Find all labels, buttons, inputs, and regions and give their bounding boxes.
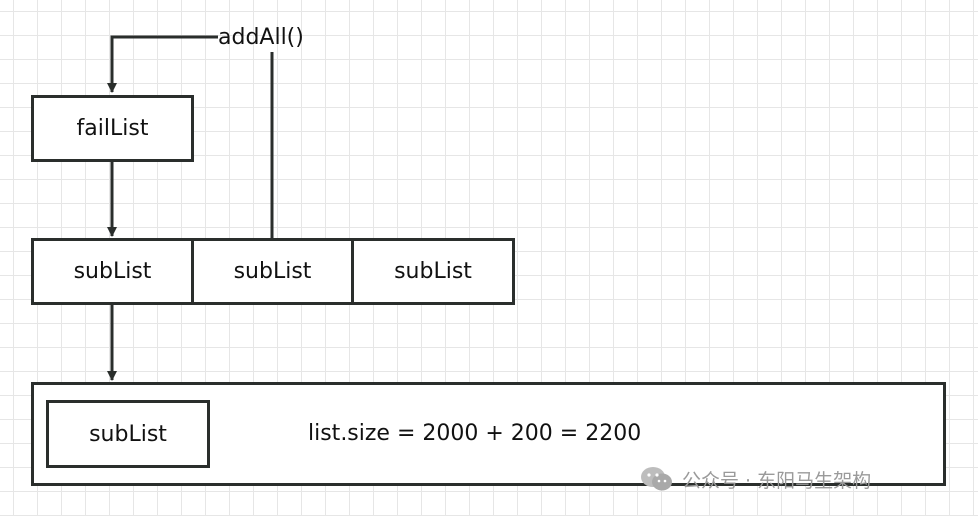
sublist-box-1: subList xyxy=(31,238,194,305)
wechat-icon xyxy=(641,467,672,491)
addall-label: addAll() xyxy=(218,25,304,50)
watermark: 公众号 · 东阳马生架构 xyxy=(640,464,871,494)
addall-to-faillist-arrow xyxy=(107,35,218,93)
faillist-box: failList xyxy=(31,95,194,162)
sublist-box-2: subList xyxy=(191,238,354,305)
sublist-label-1: subList xyxy=(73,259,152,284)
sublist-label-3: subList xyxy=(394,259,472,284)
sublist-box-3: subList xyxy=(351,238,515,305)
size-formula-label: list.size = 2000 + 200 = 2200 xyxy=(308,421,642,446)
result-sublist-box: subList xyxy=(46,400,210,468)
faillist-label: failList xyxy=(76,116,149,141)
sublist-label-2: subList xyxy=(233,259,312,284)
result-sublist-label: subList xyxy=(89,421,167,447)
watermark-text: 公众号 · 东阳马生架构 xyxy=(682,469,872,492)
